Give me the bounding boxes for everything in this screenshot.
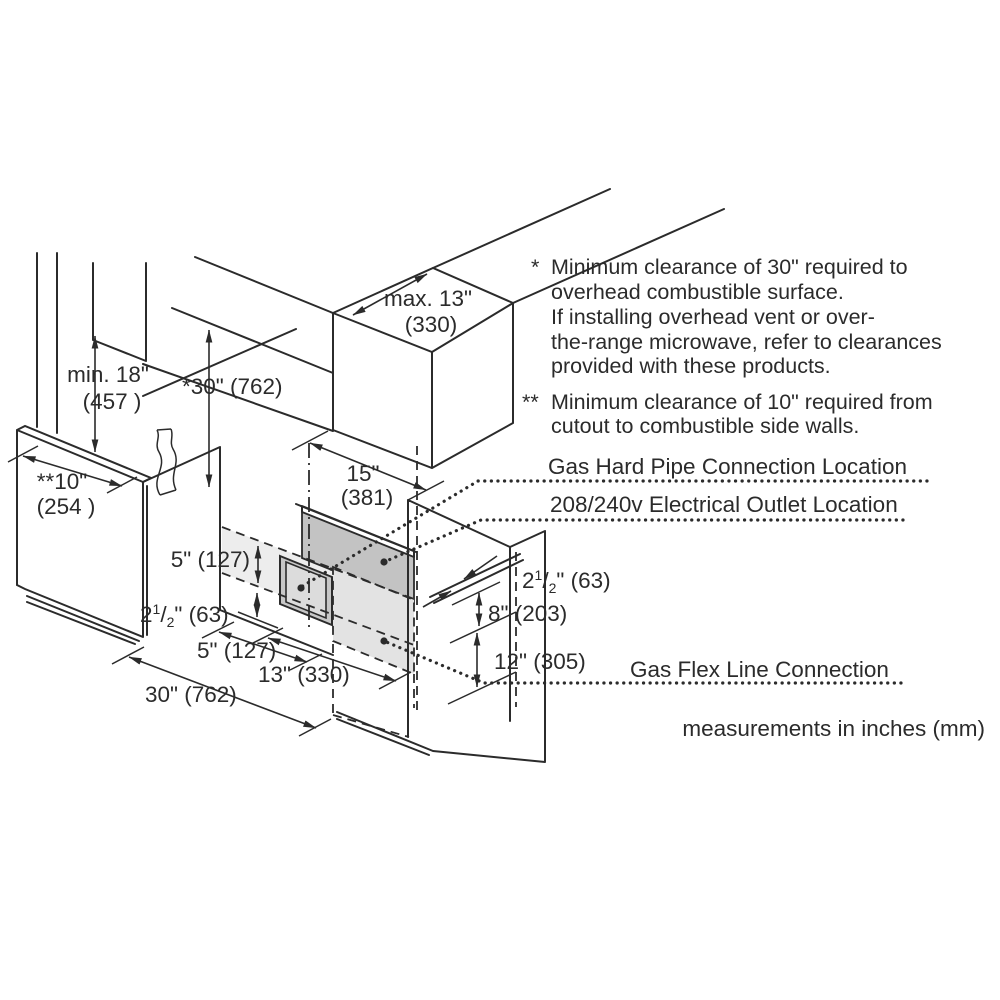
gas-hard-pipe-leader: [299, 479, 929, 589]
dimension-labels: max. 13" (330) min. 18" (457 ) *30" (762…: [37, 286, 611, 707]
right-wall-lines: [407, 499, 546, 762]
note2-line2: cutout to combustible side walls.: [551, 414, 859, 438]
label-min-height: min. 18": [67, 362, 149, 387]
label-overhead-depth-mm: (330): [405, 312, 458, 337]
footnotes: * Minimum clearance of 30" required to o…: [522, 255, 942, 438]
label-center-to-wall-mm: (381): [341, 485, 394, 510]
label-strip-offset: 21/2" (63): [140, 601, 229, 630]
note2-line1: Minimum clearance of 10" required from: [551, 390, 933, 414]
label-cutout-width: 30" (762): [145, 682, 237, 707]
upper-cabinet-lines: [92, 262, 147, 362]
note2-marker: **: [522, 390, 539, 414]
min-height-reference-line: [142, 328, 297, 397]
label-center-to-wall: 15": [346, 461, 379, 486]
gas-hard-pipe-point: [297, 584, 305, 592]
overhead-soffit-lines: [142, 188, 725, 432]
cabinet-structure-lines: [16, 188, 725, 763]
overhead-cabinet-box: [330, 266, 516, 470]
note1-line5: provided with these products.: [551, 354, 831, 378]
note1-line4: the-range microwave, refer to clearances: [551, 330, 942, 354]
callout-labels: Gas Hard Pipe Connection Location 208/24…: [548, 454, 985, 741]
dimension-arrows: [7, 273, 517, 737]
label-gas-hard-pipe: Gas Hard Pipe Connection Location: [548, 454, 907, 479]
right-toe-kick-lines: [336, 711, 546, 763]
hidden-and-center-lines: [221, 443, 517, 738]
wall-column-lines: [36, 252, 58, 434]
dimension-extension-ticks: [7, 430, 517, 737]
label-counter-thickness: 21/2" (63): [522, 567, 611, 596]
label-side-clearance-mm: (254 ): [37, 494, 96, 519]
label-strip-height: 5" (127): [171, 547, 250, 572]
electrical-outlet-point: [380, 558, 388, 566]
label-min-height-mm: (457 ): [83, 389, 142, 414]
gas-flex-point: [380, 637, 388, 645]
label-overhead-clearance: *30" (762): [182, 374, 283, 399]
cutout-edges: [142, 446, 417, 656]
note1-line1: Minimum clearance of 30" required to: [551, 255, 908, 279]
note1-line3: If installing overhead vent or over-: [551, 305, 875, 329]
left-toe-kick-lines: [26, 595, 140, 645]
note1-line2: overhead combustible surface.: [551, 280, 844, 304]
label-side-clearance: **10": [37, 469, 88, 494]
label-flex-depth: 12" (305): [494, 649, 586, 674]
electrical-outlet-leader: [382, 518, 905, 564]
connection-zones: [222, 505, 415, 676]
label-electrical-outlet: 208/240v Electrical Outlet Location: [550, 492, 898, 517]
gas-flex-leader: [382, 639, 903, 685]
strip-bottom-dashed: [221, 572, 415, 646]
label-outlet-depth: 8" (203): [488, 601, 567, 626]
label-flex-zone-width: 13" (330): [258, 662, 350, 687]
label-pipe-offset: 5" (127): [197, 638, 276, 663]
label-gas-flex: Gas Flex Line Connection: [630, 657, 889, 682]
gas-hard-pipe-box-face: [285, 560, 327, 620]
footer-units-note: measurements in inches (mm): [682, 716, 985, 741]
note1-marker: *: [531, 255, 540, 279]
label-overhead-depth: max. 13": [384, 286, 472, 311]
break-symbol: [156, 428, 177, 496]
strip-top-dashed: [221, 526, 415, 600]
